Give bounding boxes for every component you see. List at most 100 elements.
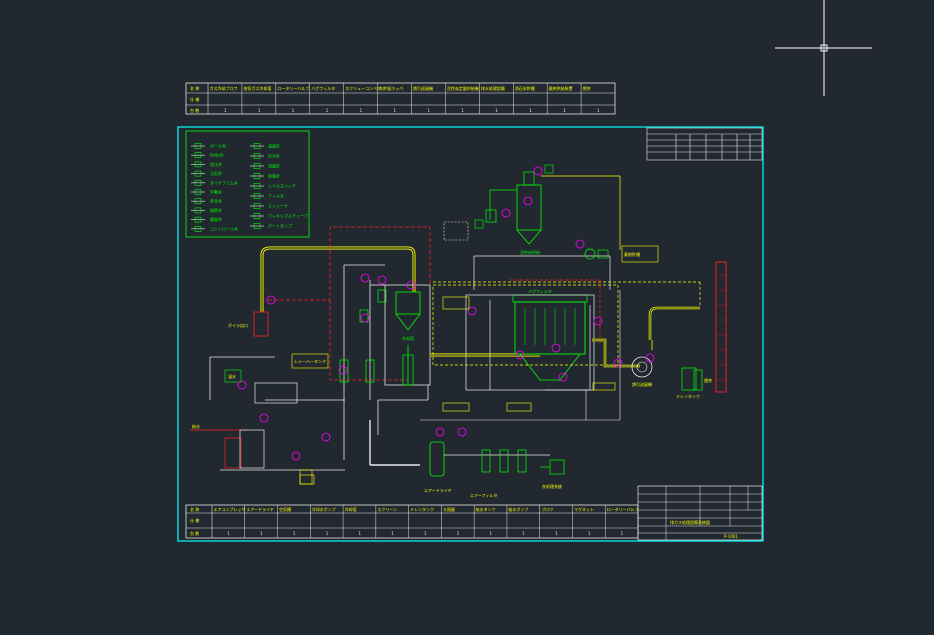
table-column-qty: 1 [529,108,532,113]
revision-block [646,127,763,161]
table-column-qty: 1 [424,531,427,536]
legend-item-label: 手動弁 [210,189,222,195]
table-column-qty: 1 [293,531,296,536]
chemical-tank-label: 薬剤貯槽 [624,251,640,257]
crosshair-cursor-icon [775,0,872,96]
table-column-name: 排水処理設備 [481,85,505,91]
table-column-qty: 1 [391,531,394,536]
legend-item-label: 圧力計 [268,153,280,159]
boiler-outlet-label: ボイラ出口 [228,322,248,328]
table-column-qty: 1 [563,108,566,113]
legend-item-label: フレキシブルチューブ [268,213,308,219]
table-column-name: ブロワ [541,506,553,512]
table-column-qty: 1 [260,531,263,536]
table-column-name: ガス冷却ブロワ [210,85,238,91]
table-column-name: 排気ガス冷却塔 [243,85,271,91]
legend-item-label: 流量計 [268,163,280,169]
table-column-name: ろ過器 [443,506,455,512]
table-column-name: 薬剤供給装置 [549,85,573,91]
table-column-qty: 1 [621,531,624,536]
table-column-name: 煙突 [583,85,591,91]
drawing-frame [177,126,764,542]
table-column-name: エアードライヤ [246,506,274,512]
table-column-qty: 1 [326,531,329,536]
legend-item-label: Gate弁 [210,152,224,158]
table-column-qty: 1 [588,531,591,536]
table-column-qty: 1 [495,108,498,113]
table-column-qty: 1 [490,531,493,536]
top-table-spec-label: 仕 様 [190,96,199,102]
symbol-legend: ボール弁 Gate弁逆止弁玉形弁ダイヤフラム弁手動弁安全弁調節弁電磁弁コントロール… [185,130,310,238]
top-table-qty-label: 台 数 [190,107,199,113]
bottom-table-qty-label: 台 数 [190,530,199,536]
table-column-qty: 1 [555,531,558,536]
legend-item-label: ゲートダンプ [268,223,292,229]
legend-item-label: 逆止弁 [210,161,222,167]
bag-filter-label: バグフィルタ [528,288,552,294]
hot-water-label: 温水 [228,373,236,379]
legend-item-label: レベルスイッチ [268,184,296,189]
table-column-qty: 1 [292,108,295,113]
table-column-name: マグネット [574,506,594,512]
drawing-number: P-1001 [724,534,738,539]
legend-item-label: 安全弁 [210,198,222,204]
table-column-qty: 1 [427,108,430,113]
legend-item-label: 液面計 [268,173,280,179]
table-column-name: 誘引送風機 [413,85,433,91]
table-column-name: 活性炭定量供給機 [447,85,479,91]
title-block: 排ガス処理設備系統図 P-1001 [637,485,763,541]
bottom-table-spec-label: 仕 様 [190,517,199,523]
table-column-qty: 1 [224,108,227,113]
table-column-qty: 1 [227,531,230,536]
table-column-name: 給水ポンプ [508,506,528,512]
table-column-name: ドレンタンク [410,506,434,512]
legend-item-label: ダイヤフラム弁 [210,179,238,185]
stack-label: 煙突 [704,377,712,383]
table-column-name: ロータリーバルブ [607,506,639,512]
table-column-name: 給水タンク [476,506,496,512]
drain-tank-label: ドレンタンク [676,393,700,399]
filter-line-label: エアーフィルタ [470,492,497,498]
air-dryer-label: エアードライヤ [424,487,452,493]
legend-item-label: 玉形弁 [210,170,222,176]
table-column-name: スクリーン [377,506,397,512]
table-column-qty: 1 [394,108,397,113]
table-column-qty: 1 [326,108,329,113]
water-supply-label: 給水 [192,423,200,429]
table-column-name: 空気槽 [279,506,291,512]
table-column-name: スクリューコンベヤ [345,85,381,91]
table-column-name: エアコンプレッサ [214,506,246,512]
fan-label: 誘引送風機 [632,381,652,387]
table-column-name: 冷却水ポンプ [312,506,336,512]
legend-item-label: ボール弁 [210,143,226,149]
table-column-qty: 1 [461,108,464,113]
table-column-name: ロータリーバルブ [277,85,309,91]
table-column-qty: 1 [457,531,460,536]
table-column-qty: 1 [522,531,525,536]
top-table-name-label: 名 称 [190,85,199,91]
bottom-table-name-label: 名 称 [190,506,199,512]
table-column-name: バグフィルタ [311,85,335,91]
piping-diagram: ボイラ出口 冷却塔 [190,164,727,498]
table-column-qty: 1 [360,108,363,113]
ash-system-label: 灰処理系統 [542,483,562,489]
legend-item-label: 温度計 [268,143,280,149]
table-column-qty: 1 [597,108,600,113]
legend-item-label: 調節弁 [210,207,222,213]
legend-item-label: フィルタ [268,193,284,199]
table-column-name: 冷却塔 [345,506,357,512]
top-equipment-table: ガス冷却ブロワ 1 排気ガス冷却塔 1 ロータリーバルブ 1 バグフィルタ 1 スクリューコンベ… [185,82,616,115]
receiver-label: レシーバータンク [294,358,326,364]
bottom-equipment-table: エアコンプレッサ 1 エアードライヤ 1 空気槽 1 冷却水ポンプ 1 冷却塔 1 スクリーン 1 ドレ… [185,504,639,539]
legend-item-label: ストレーナ [268,203,288,209]
table-column-qty: 1 [258,108,261,113]
table-column-name: 消石灰貯槽 [515,85,535,91]
cooling-tower-label: 冷却塔 [402,335,414,341]
table-column-qty: 1 [358,531,361,536]
table-column-name: 灰貯留ホッパ [379,85,403,91]
legend-item-label: 電磁弁 [210,216,222,222]
activated-carbon-label: 活性炭供給 [520,249,540,255]
legend-item-label: コントロール弁 [210,225,238,231]
drawing-title: 排ガス処理設備系統図 [670,519,710,525]
